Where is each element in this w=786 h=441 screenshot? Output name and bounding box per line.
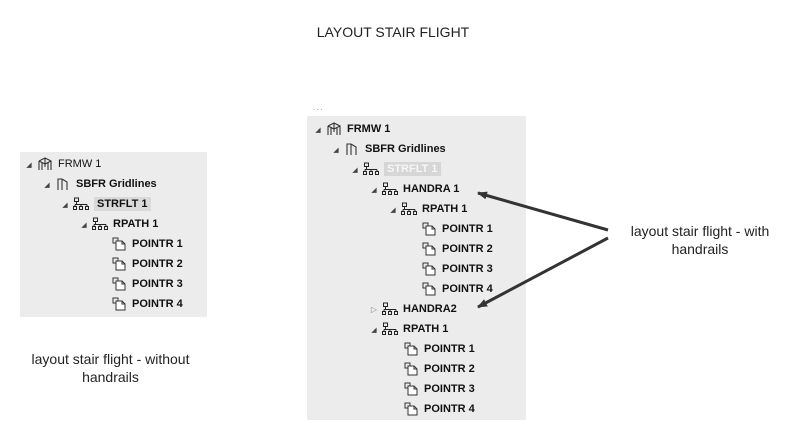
- tree-item-handra-1[interactable]: HANDRA 1: [369, 179, 459, 199]
- tree-item-label: STRFLT 1: [384, 162, 441, 176]
- tree-item-handra-2[interactable]: HANDRA2: [369, 299, 457, 319]
- tree-item-label: STRFLT 1: [94, 197, 151, 211]
- tree-panel-without-handrails: FRMW 1 SBFR Gridlines STRFLT 1 RPATH 1 P…: [20, 152, 207, 317]
- tree-item-label: POINTR 1: [442, 223, 493, 235]
- tree-item-rpath[interactable]: RPATH 1: [369, 319, 448, 339]
- panel-grip: ˙˙˙: [313, 108, 324, 117]
- tree-item-pointr[interactable]: POINTR 4: [403, 399, 475, 419]
- tree-item-sbfr-gridlines[interactable]: SBFR Gridlines: [331, 139, 446, 159]
- tree-item-label: POINTR 4: [442, 283, 493, 295]
- tree-item-rpath[interactable]: RPATH 1: [79, 214, 158, 234]
- tree-item-label: FRMW 1: [58, 158, 102, 170]
- tree-item-strflt[interactable]: STRFLT 1: [350, 159, 441, 179]
- tree-item-pointr[interactable]: POINTR 1: [421, 219, 493, 239]
- tree-item-label: POINTR 3: [132, 278, 183, 290]
- tree-item-label: POINTR 2: [442, 243, 493, 255]
- tree-item-pointr[interactable]: POINTR 4: [111, 294, 183, 314]
- tree-item-label: HANDRA2: [403, 303, 457, 315]
- tree-item-pointr[interactable]: POINTR 2: [403, 359, 475, 379]
- tree-item-label: POINTR 4: [132, 298, 183, 310]
- tree-item-rpath[interactable]: RPATH 1: [388, 199, 467, 219]
- tree-item-label: POINTR 2: [132, 258, 183, 270]
- tree-item-sbfr-gridlines[interactable]: SBFR Gridlines: [42, 174, 157, 194]
- arrow-to-handra-1: [477, 191, 609, 232]
- tree-item-label: RPATH 1: [422, 203, 468, 215]
- tree-item-pointr[interactable]: POINTR 1: [403, 339, 475, 359]
- tree-item-pointr[interactable]: POINTR 3: [421, 259, 493, 279]
- tree-item-pointr[interactable]: POINTR 3: [403, 379, 475, 399]
- tree-panel-with-handrails: ˙˙˙ FRMW 1 SBFR Gridlines STRFLT 1 HANDR…: [307, 108, 526, 420]
- caption-without-handrails: layout stair flight - without handrails: [31, 351, 190, 385]
- tree-item-label: POINTR 1: [132, 238, 183, 250]
- tree-item-label: POINTR 1: [424, 343, 475, 355]
- tree-item-label: POINTR 4: [424, 403, 475, 415]
- tree-item-label: SBFR Gridlines: [365, 143, 446, 155]
- tree-item-frmw[interactable]: FRMW 1: [24, 154, 101, 174]
- tree-item-pointr[interactable]: POINTR 2: [111, 254, 183, 274]
- tree-item-pointr[interactable]: POINTR 2: [421, 239, 493, 259]
- tree-item-strflt[interactable]: STRFLT 1: [60, 194, 151, 214]
- tree-item-label: SBFR Gridlines: [76, 178, 157, 190]
- tree-item-label: POINTR 3: [442, 263, 493, 275]
- tree-item-label: FRMW 1: [347, 123, 391, 135]
- tree-item-label: HANDRA 1: [403, 183, 460, 195]
- page-title: LAYOUT STAIR FLIGHT: [316, 24, 470, 40]
- tree-item-label: POINTR 2: [424, 363, 475, 375]
- tree-item-pointr[interactable]: POINTR 1: [111, 234, 183, 254]
- arrow-to-handra-2: [477, 236, 609, 309]
- tree-item-label: POINTR 3: [424, 383, 475, 395]
- caption-with-handrails: layout stair flight - with handrails: [630, 223, 770, 257]
- tree-item-pointr[interactable]: POINTR 4: [421, 279, 493, 299]
- tree-item-frmw[interactable]: FRMW 1: [313, 119, 390, 139]
- tree-item-label: RPATH 1: [113, 218, 159, 230]
- tree-item-pointr[interactable]: POINTR 3: [111, 274, 183, 294]
- tree-item-label: RPATH 1: [403, 323, 449, 335]
